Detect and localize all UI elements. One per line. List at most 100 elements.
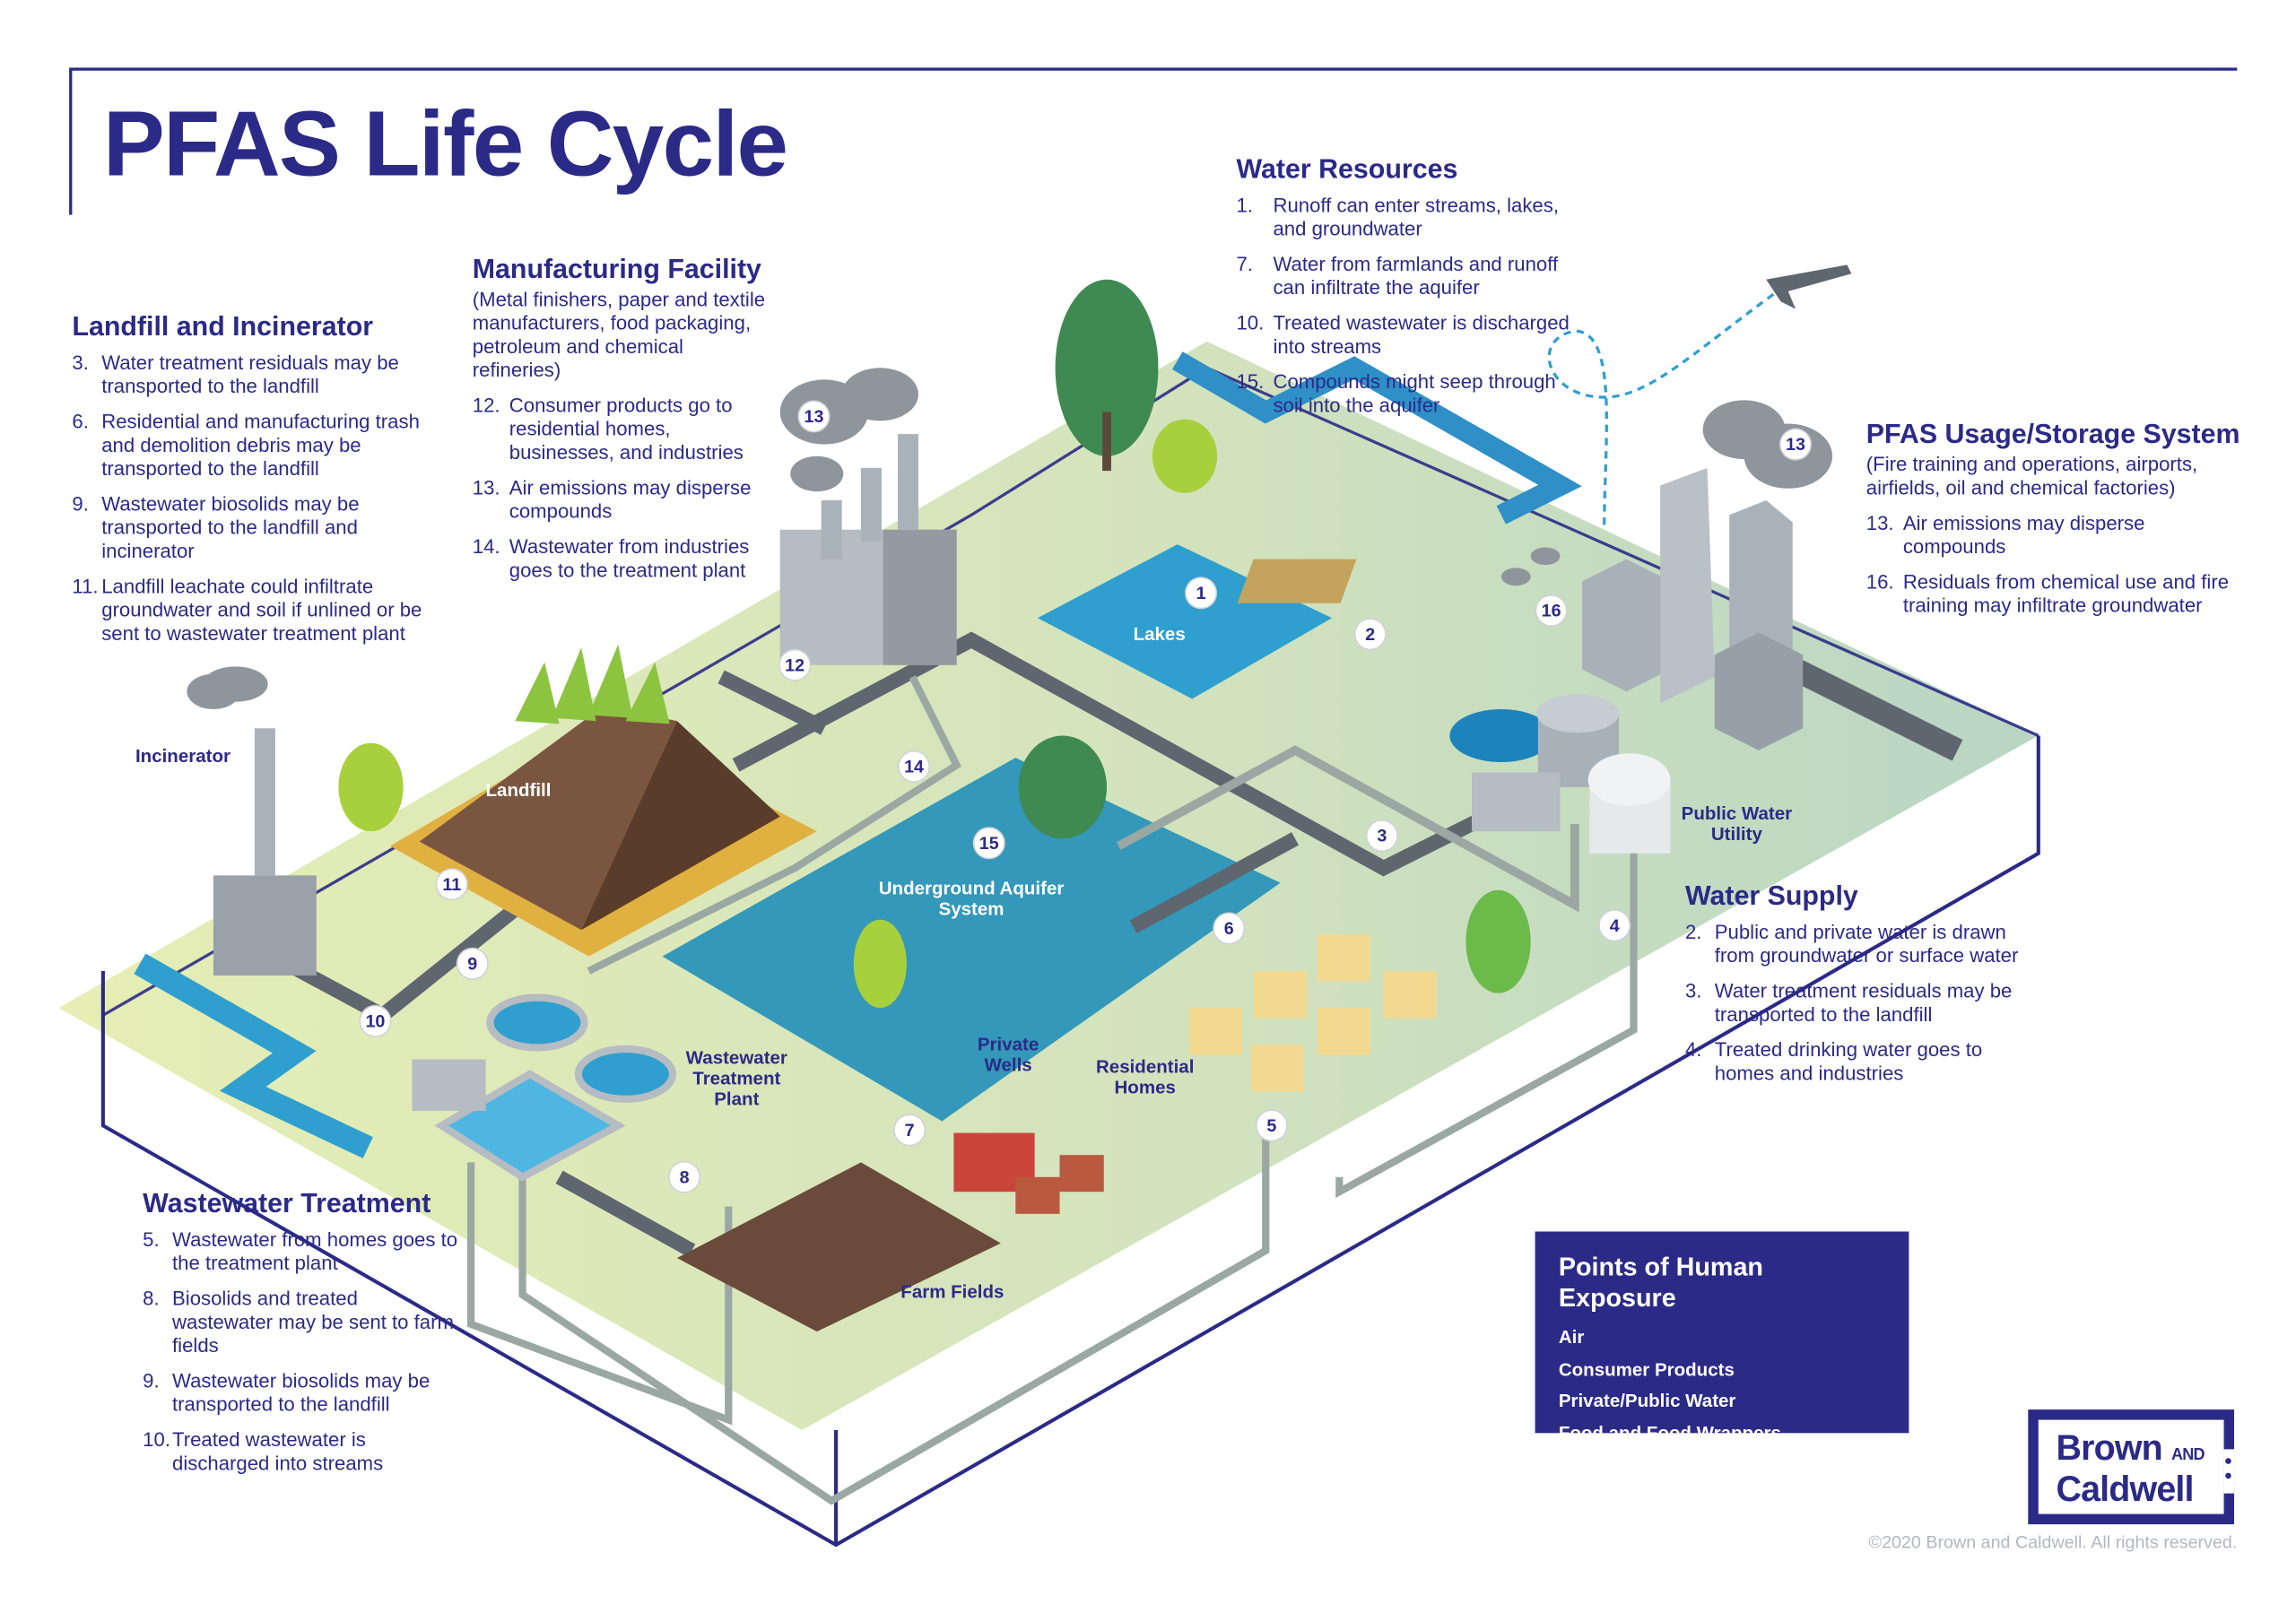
item-text: Air emissions may disperse compounds [509,476,752,523]
label-lakes: Lakes [1133,623,1186,645]
exposure-item: Food and Food Wrappers [1558,1422,1781,1444]
item-text: Public and private water is drawn from g… [1714,921,2019,967]
item-text: Residuals from chemical use and fire tra… [1902,570,2230,617]
marker-9: 9 [457,949,488,979]
road [1129,832,1300,934]
clarifier [574,1045,677,1103]
exposure-item: Air [1558,1327,1585,1349]
item-number: 13. [472,476,500,499]
item-text: Consumer products go to residential home… [509,394,744,464]
item-text: Water from farmlands and runoff can infi… [1273,253,1559,299]
label-landfill: Landfill [485,779,552,801]
section-heading: Manufacturing Facility [472,253,761,284]
item-number: 9. [72,492,89,516]
marker-8: 8 [669,1162,700,1192]
item-number: 10. [143,1428,170,1452]
section-subtitle: (Metal finishers, paper and textile manu… [472,288,766,382]
marker-14: 14 [899,751,929,782]
exposure-item: Consumer Products [1558,1358,1735,1380]
item-number: 14. [472,535,500,558]
logo-dot [2225,1472,2231,1479]
stream [1172,351,1582,525]
item-text: Compounds might seep through soil into t… [1273,370,1556,417]
residential-homes [1188,934,1437,1092]
marker-6: 6 [1213,914,1244,943]
marker-3: 3 [1367,820,1397,851]
section-heading: Wastewater Treatment [143,1187,431,1218]
flight-path [1547,292,1775,530]
section-landfill: Landfill and Incinerator 3.Water treatme… [72,310,447,657]
farm-field [676,1162,1001,1332]
section-water-resources: Water Resources 1.Runoff can enter strea… [1236,153,1574,430]
treatment-basin [434,1070,626,1182]
item-number: 6. [72,410,89,433]
marker-12: 12 [779,650,810,681]
marker-13-usage: 13 [1780,429,1811,459]
label-wwtp: Wastewater Treatment Plant [685,1047,787,1110]
section-heading: Landfill and Incinerator [72,310,374,342]
section-pfas-usage: PFAS Usage/Storage System (Fire training… [1866,418,2241,629]
label-farm-fields: Farm Fields [900,1281,1004,1303]
stream-left [134,953,373,1158]
trees [338,279,1531,1009]
exposure-heading: Points of Human Exposure [1558,1252,1763,1313]
pipe [587,675,961,975]
section-heading: Water Supply [1684,880,1858,911]
marker-4: 4 [1599,910,1630,941]
item-text: Wastewater from industries goes to the t… [509,535,750,582]
road [718,670,828,735]
human-exposure-box: Points of Human Exposure Air Consumer Pr… [1535,1231,1909,1443]
item-number: 7. [1236,253,1253,275]
road [555,1170,696,1258]
marker-11: 11 [437,869,467,899]
runway [1775,651,1963,761]
logo-dot [2225,1458,2231,1464]
item-number: 9. [143,1369,160,1392]
pipe [1335,823,1638,1199]
item-text: Water treatment residuals may be transpo… [1714,979,2013,1026]
storage-pad [1237,559,1357,603]
item-text: Wastewater biosolids may be transported … [101,492,360,562]
marker-2: 2 [1355,619,1386,649]
item-text: Water treatment residuals may be transpo… [101,351,399,398]
marker-16: 16 [1536,595,1567,626]
aquifer [662,758,1281,1122]
page-title: PFAS Life Cycle [102,92,788,196]
clarifier [486,993,588,1052]
marker-10: 10 [361,1006,390,1036]
item-number: 11. [72,575,99,598]
frame-top-line [70,67,2238,71]
item-number: 15. [1236,370,1265,394]
item-text: Biosolids and treated wastewater may be … [171,1287,454,1357]
item-number: 2. [1684,921,1702,943]
copyright: ©2020 Brown and Caldwell. All rights res… [1868,1531,2238,1553]
item-text: Air emissions may disperse compounds [1902,512,2145,558]
landfill-grass [515,644,670,724]
section-heading: PFAS Usage/Storage System [1866,418,2240,449]
item-number: 16. [1866,570,1894,594]
marker-5: 5 [1257,1110,1287,1140]
label-incinerator: Incinerator [135,745,230,767]
item-number: 12. [472,394,500,417]
pipe [467,1162,733,1426]
section-subtitle: (Fire training and operations, airports,… [1866,453,2198,499]
label-private-wells: Private Wells [977,1034,1039,1076]
logo-and: AND [2171,1446,2205,1464]
label-public-water-utility: Public Water Utility [1681,802,1793,845]
item-text: Treated wastewater is discharged into st… [171,1428,384,1475]
logo-line2: Caldwell [2056,1470,2194,1510]
exposure-item: Private/Public Water [1558,1390,1736,1411]
pipe [518,1118,1270,1505]
marker-7: 7 [894,1114,925,1145]
section-wastewater: Wastewater Treatment 5.Wastewater from h… [143,1187,459,1487]
frame-left-line [69,67,73,215]
item-text: Wastewater from homes goes to the treatm… [171,1228,458,1275]
usage-buildings [1582,467,1804,750]
label-residential-homes: Residential Homes [1095,1056,1195,1098]
pipe [1116,745,1579,913]
item-text: Treated drinking water goes to homes and… [1714,1038,1983,1085]
item-number: 4. [1684,1038,1702,1062]
